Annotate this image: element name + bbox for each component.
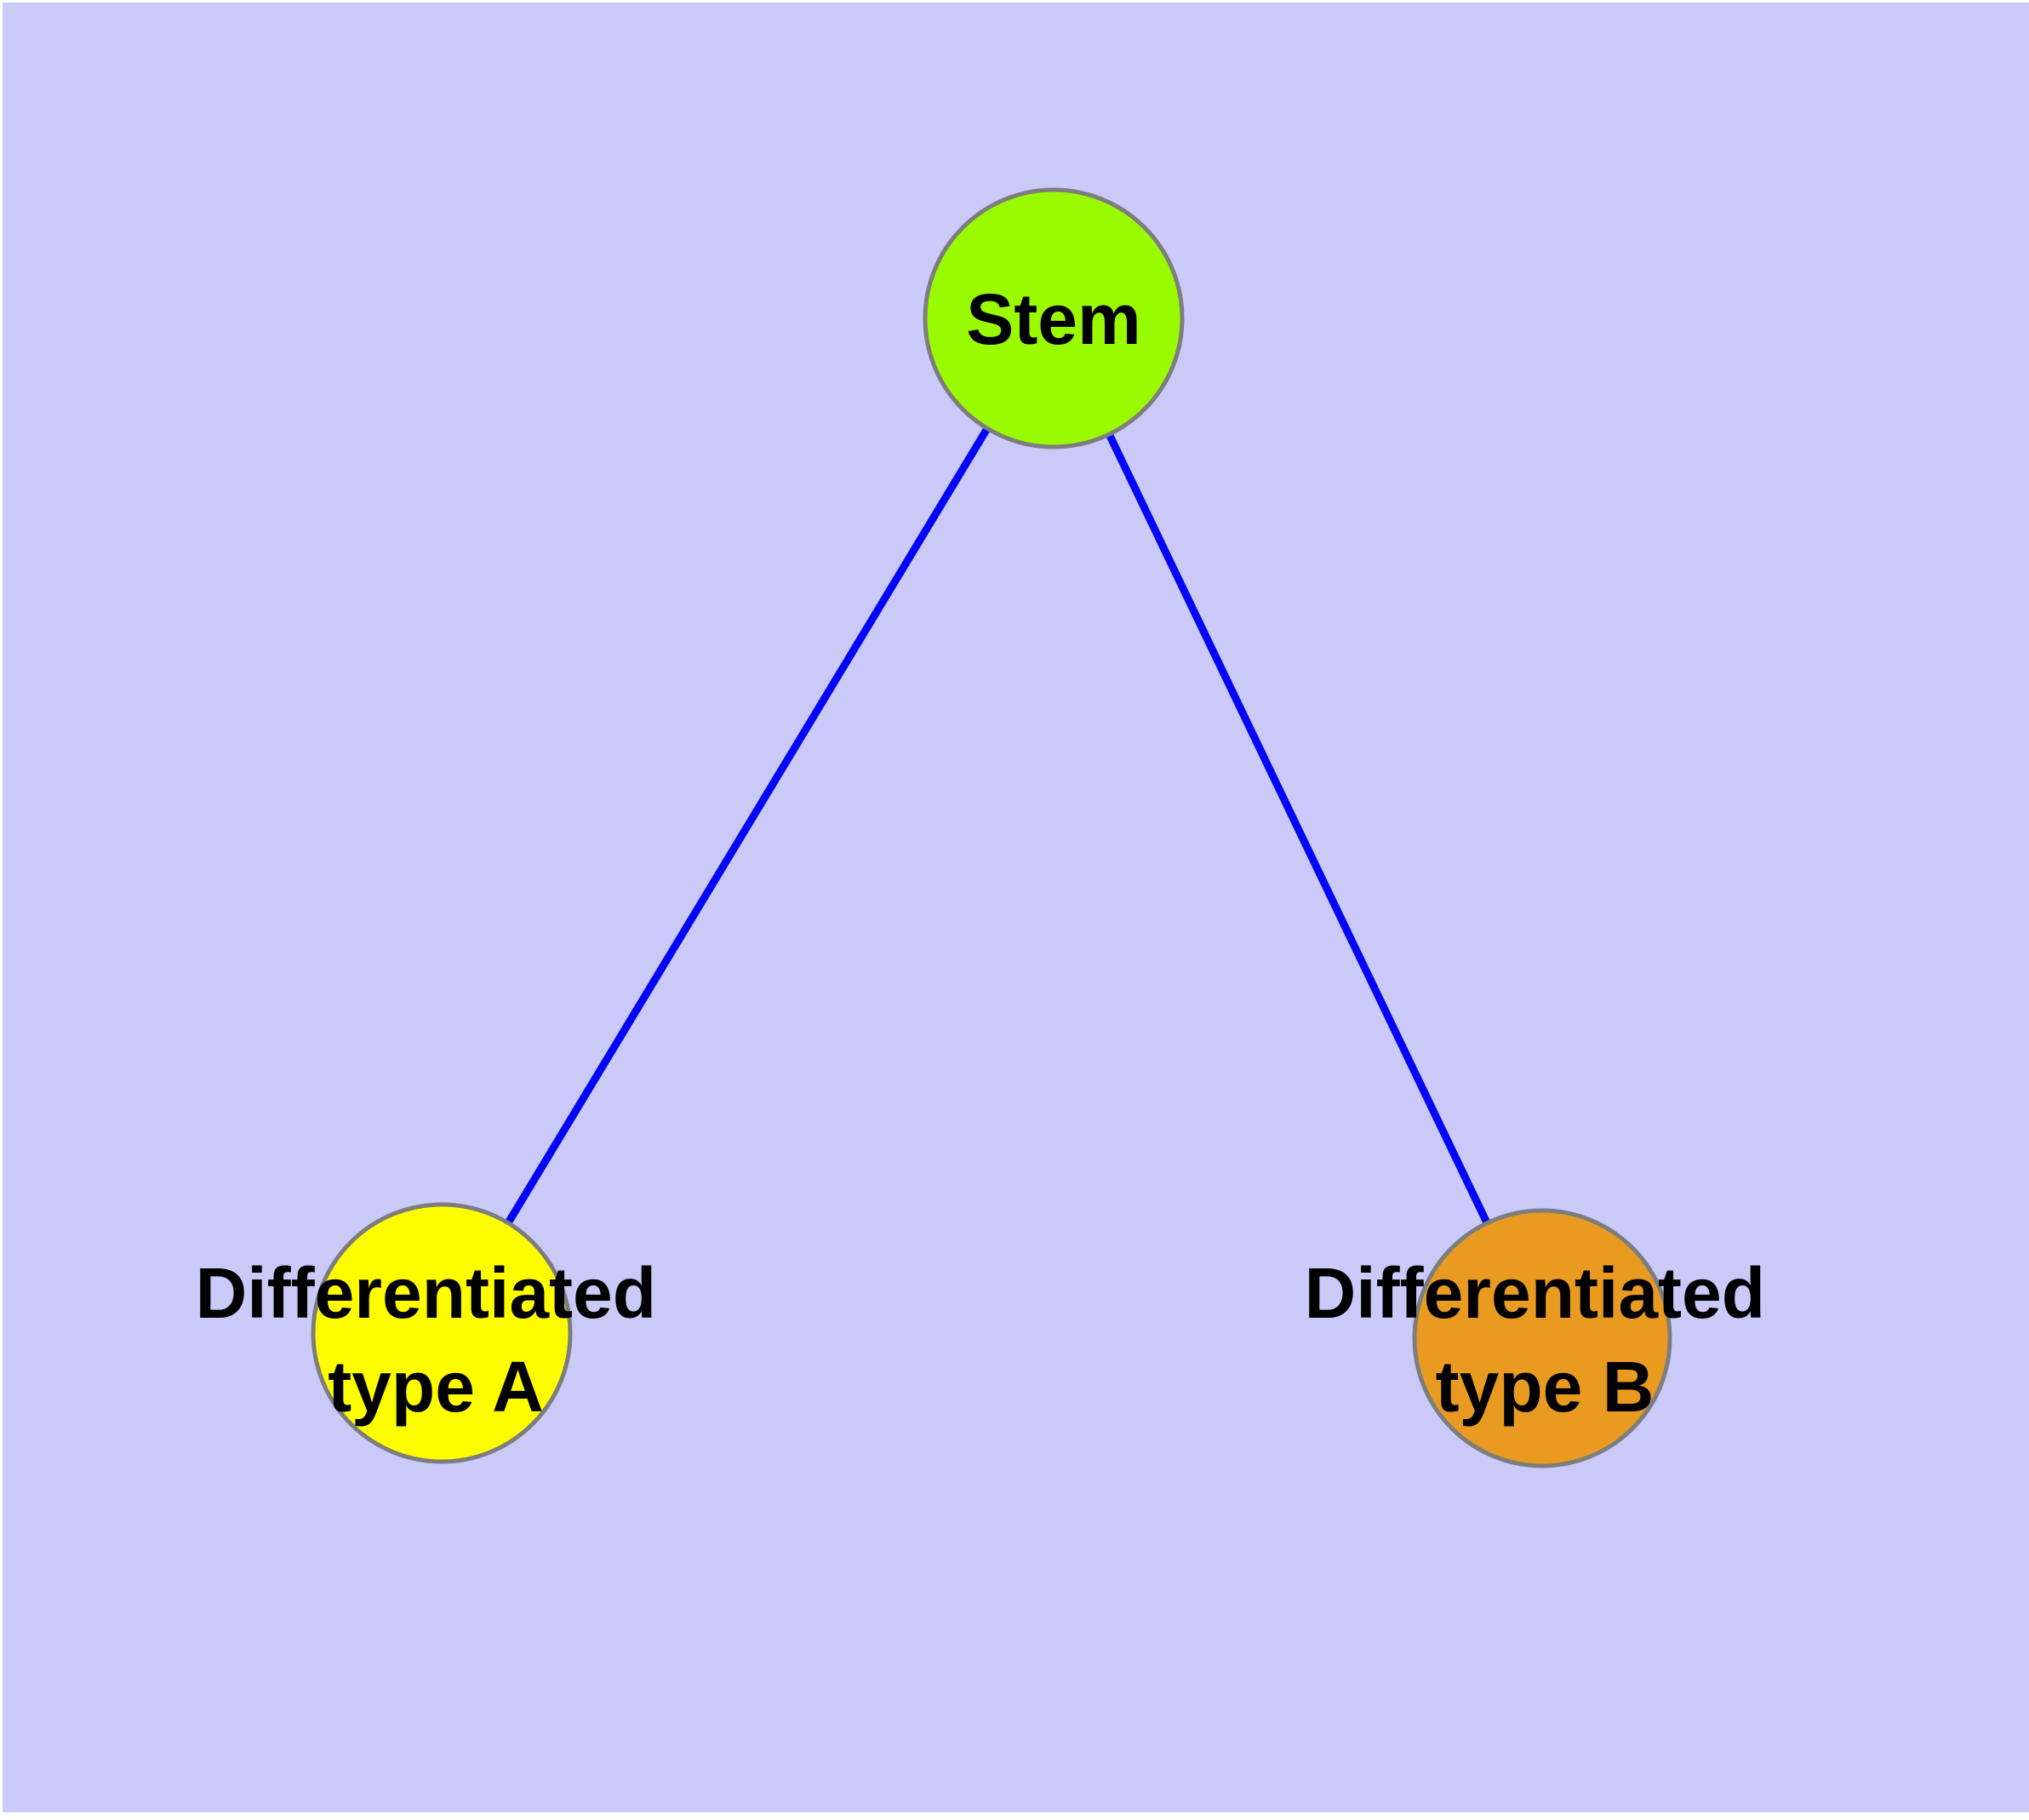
- type-b-node-circle: [1412, 1208, 1672, 1468]
- type-b-label-line1: Differentiated: [1305, 1253, 1765, 1333]
- type-a-label-line1: Differentiated: [196, 1253, 656, 1333]
- edge-stem-to-type-b: [1049, 317, 1546, 1340]
- type-b-label-line2: type B: [1436, 1347, 1655, 1427]
- type-a-node-label: Differentiated type A: [196, 1253, 677, 1427]
- type-b-node-label: Differentiated type B: [1305, 1253, 1786, 1427]
- type-a-label-line2: type A: [328, 1347, 544, 1427]
- stem-node-circle: [923, 187, 1185, 449]
- edge-stem-to-type-a: [438, 316, 1057, 1336]
- stem-node-label: Stem: [966, 279, 1140, 359]
- type-a-node-circle: [311, 1202, 573, 1464]
